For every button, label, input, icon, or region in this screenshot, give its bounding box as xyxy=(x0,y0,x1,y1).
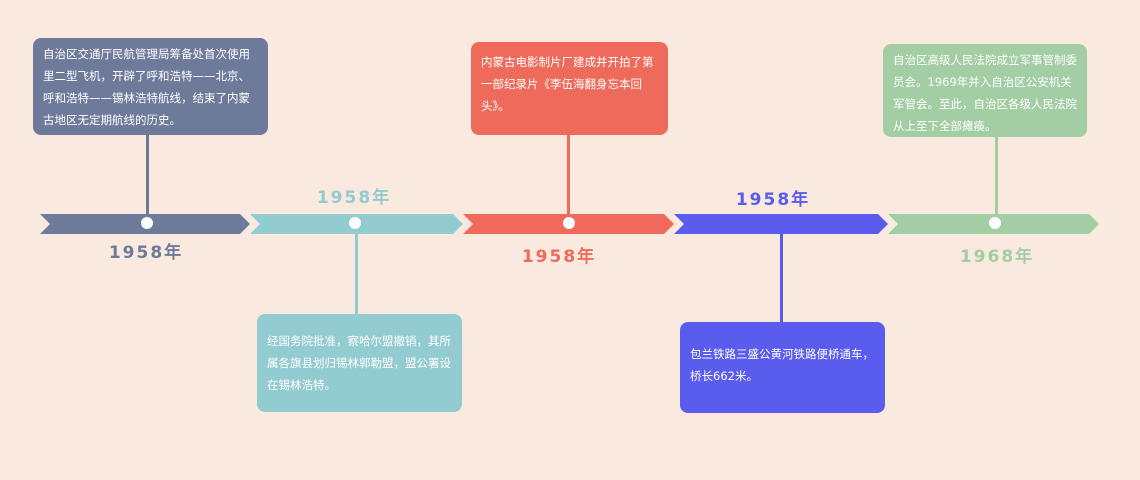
event-year-4: 1958年 xyxy=(735,190,811,210)
event-dot-1 xyxy=(141,217,153,229)
event-dot-5 xyxy=(989,217,1001,229)
connector-4 xyxy=(780,224,783,324)
connector-2 xyxy=(355,224,358,316)
event-year-3: 1958年 xyxy=(521,247,597,267)
connector-3 xyxy=(567,134,570,224)
event-year-5: 1968年 xyxy=(959,247,1035,267)
event-card-2: 经国务院批准，察哈尔盟撤销，其所属各旗县划归锡林郭勒盟，盟公署设在锡林浩特。 xyxy=(257,314,462,412)
event-text-4: 包兰铁路三盛公黄河铁路便桥通车，桥长662米。 xyxy=(690,347,874,383)
event-text-1: 自治区交通厅民航管理局筹备处首次使用里二型飞机，开辟了呼和浩特——北京、呼和浩特… xyxy=(43,47,250,127)
event-card-3: 内蒙古电影制片厂建成并开拍了第一部纪录片《李伍海翻身忘本回头》。 xyxy=(471,42,668,135)
connector-1 xyxy=(146,134,149,224)
event-dot-2 xyxy=(349,217,361,229)
event-card-5: 自治区高级人民法院成立军事管制委员会。1969年并入自治区公安机关军管会。至此，… xyxy=(883,44,1087,137)
event-text-3: 内蒙古电影制片厂建成并开拍了第一部纪录片《李伍海翻身忘本回头》。 xyxy=(481,55,654,113)
connector-5 xyxy=(995,134,998,224)
event-text-5: 自治区高级人民法院成立军事管制委员会。1969年并入自治区公安机关军管会。至此，… xyxy=(893,53,1077,133)
event-dot-3 xyxy=(563,217,575,229)
event-card-1: 自治区交通厅民航管理局筹备处首次使用里二型飞机，开辟了呼和浩特——北京、呼和浩特… xyxy=(33,38,268,135)
event-card-4: 包兰铁路三盛公黄河铁路便桥通车，桥长662米。 xyxy=(680,322,885,413)
event-year-2: 1958年 xyxy=(316,188,392,208)
event-text-2: 经国务院批准，察哈尔盟撤销，其所属各旗县划归锡林郭勒盟，盟公署设在锡林浩特。 xyxy=(267,334,451,392)
event-year-1: 1958年 xyxy=(108,243,184,263)
